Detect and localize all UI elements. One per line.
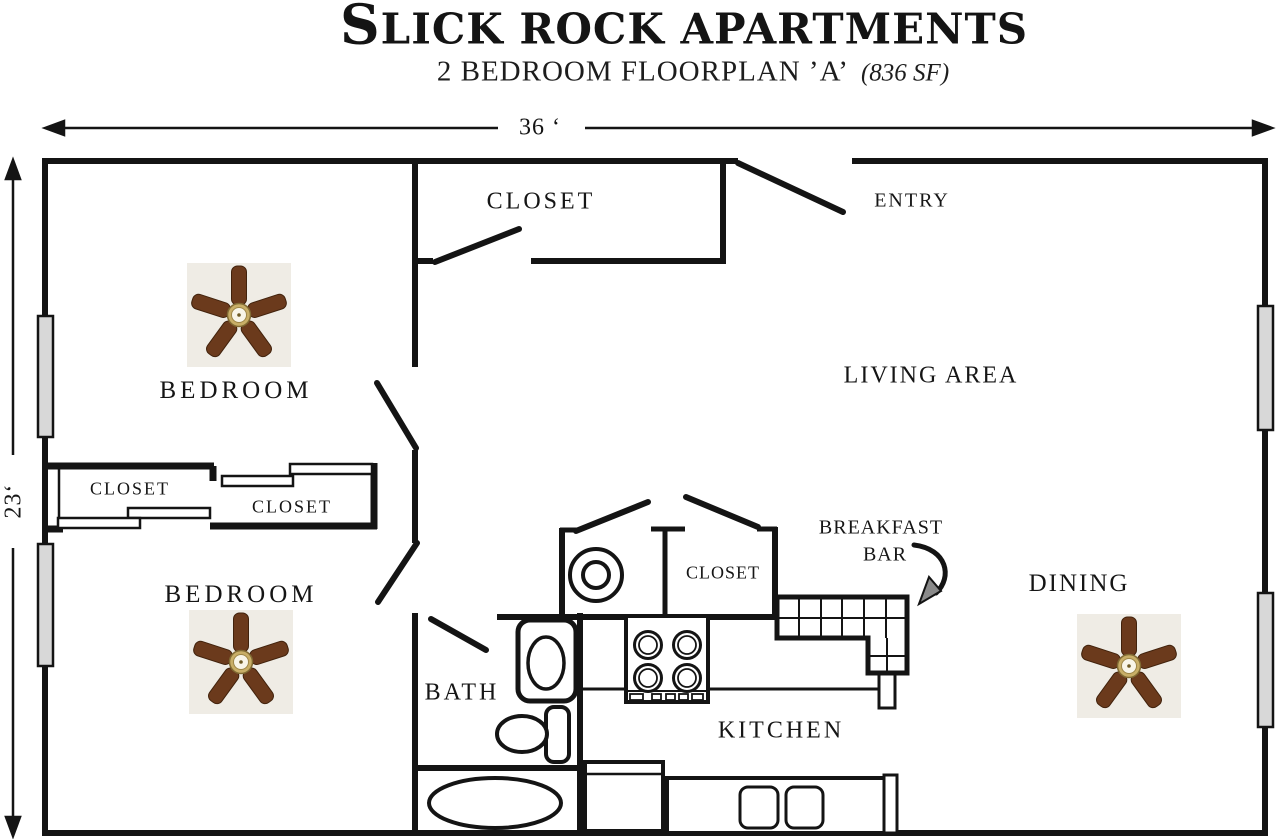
bath-fixtures bbox=[427, 617, 579, 830]
bar-support-wall bbox=[877, 670, 897, 710]
window bbox=[1256, 304, 1275, 432]
sliding-door bbox=[220, 474, 295, 488]
height-dimension-label: 23‘ bbox=[0, 483, 27, 519]
door-swing-utility-left bbox=[573, 499, 651, 534]
room-label-closet-right: CLOSET bbox=[251, 496, 333, 517]
room-label-living-area: LIVING AREA bbox=[843, 362, 1019, 389]
closet-walls bbox=[42, 462, 378, 533]
windows bbox=[36, 304, 1275, 729]
door-swing-bath bbox=[428, 616, 489, 653]
refrigerator-icon bbox=[583, 760, 665, 833]
room-label-bedroom-2: BEDROOM bbox=[164, 581, 318, 608]
sliding-door bbox=[126, 506, 212, 520]
double-sink-icon bbox=[784, 785, 825, 830]
room-label-utility-closet: CLOSET bbox=[685, 562, 761, 583]
ceiling-fan-icon bbox=[186, 262, 292, 368]
room-label-kitchen: KITCHEN bbox=[717, 717, 845, 744]
bathtub-icon bbox=[427, 776, 563, 830]
room-label-closet-left: CLOSET bbox=[89, 478, 171, 499]
dimension-arrow bbox=[1251, 119, 1276, 137]
page-title: SLICK ROCK APARTMENTS bbox=[339, 0, 1029, 57]
window bbox=[1256, 591, 1275, 729]
width-dimension-label: 36 ‘ bbox=[519, 114, 561, 141]
page-subtitle: 2 BEDROOM FLOORPLAN ’A’ (836 SF) bbox=[437, 56, 949, 89]
room-label-bar: BAR bbox=[862, 543, 908, 566]
room-label-bedroom-1: BEDROOM bbox=[159, 377, 313, 404]
window bbox=[36, 542, 55, 668]
dimension-lines bbox=[4, 119, 1276, 839]
toilet-tank bbox=[544, 705, 571, 764]
doors bbox=[374, 160, 846, 653]
sliding-doors bbox=[56, 462, 374, 530]
vanity-basin bbox=[526, 635, 566, 691]
room-label-closet-top: CLOSET bbox=[486, 188, 596, 215]
square-footage: (836 SF) bbox=[860, 59, 950, 87]
room-label-entry: ENTRY bbox=[874, 189, 950, 212]
double-sink-icon bbox=[738, 785, 780, 830]
sliding-door bbox=[288, 462, 374, 476]
dimension-arrow bbox=[4, 815, 22, 839]
walls bbox=[42, 158, 1268, 836]
water-heater-icon bbox=[568, 547, 624, 603]
door-swing-utility-right bbox=[683, 494, 761, 530]
door-swing-bedroom1 bbox=[374, 380, 419, 451]
room-label-breakfast: BREAKFAST bbox=[818, 516, 944, 539]
sliding-door bbox=[56, 516, 142, 530]
dimension-arrow bbox=[4, 156, 22, 181]
toilet-icon bbox=[495, 714, 549, 754]
room-label-bath: BATH bbox=[424, 679, 500, 706]
door-swing-bedroom2 bbox=[375, 540, 420, 605]
ceiling-fan-icon bbox=[188, 609, 294, 715]
door-swing-entry bbox=[735, 160, 846, 215]
breakfast-bar-counter bbox=[774, 594, 910, 676]
counter-end-wall bbox=[882, 773, 899, 835]
utility-walls bbox=[560, 526, 777, 614]
stove-icon bbox=[624, 614, 710, 704]
floorplan-name: 2 BEDROOM FLOORPLAN ’A’ bbox=[436, 55, 849, 88]
dimension-arrow bbox=[41, 119, 66, 137]
room-label-dining: DINING bbox=[1028, 570, 1130, 597]
window bbox=[36, 314, 55, 439]
breakfast-bar-arrow bbox=[911, 542, 948, 607]
ceiling-fan-icon bbox=[1076, 613, 1182, 719]
door-swing-entry-closet bbox=[432, 226, 522, 265]
kitchen-fixtures bbox=[583, 670, 899, 835]
